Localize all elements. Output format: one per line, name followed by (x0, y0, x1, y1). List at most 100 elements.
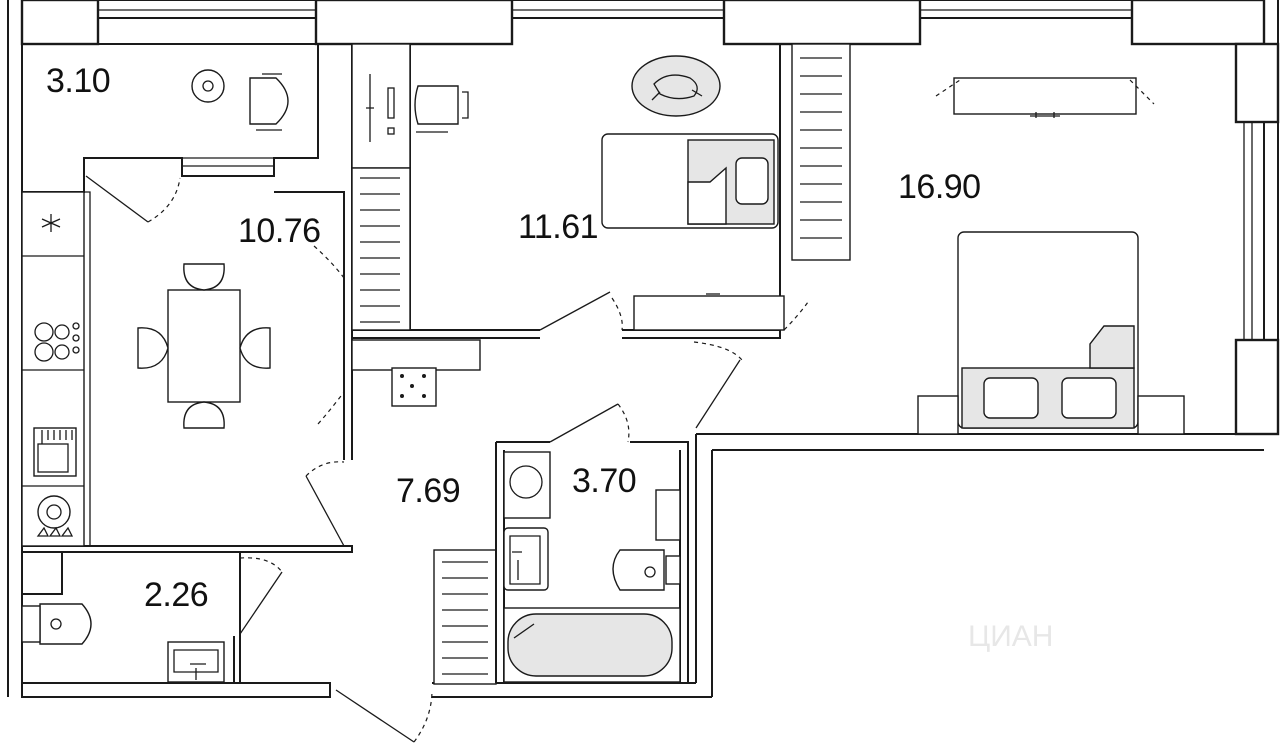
pier-3 (722, 0, 922, 46)
dishwasher-icon (36, 495, 74, 537)
bathtub-tap (513, 623, 535, 639)
main-bedroom-door (695, 359, 741, 429)
bathroom-room (495, 403, 689, 683)
watermark-text: ЦИАН (968, 620, 1053, 653)
main-wardrobe-hangers (800, 57, 842, 239)
entrance-door-arc (413, 689, 433, 743)
balcony-chair (249, 77, 289, 125)
desk-item (387, 127, 395, 135)
desk-lamp (387, 87, 395, 119)
outer-wall-top-right (920, 0, 1132, 19)
kitchen-room (21, 191, 353, 553)
kitchen-hall-door-arc (305, 461, 345, 477)
small-wardrobe (351, 167, 411, 331)
balcony-table-inner (202, 80, 214, 92)
hall-coat-rack (391, 367, 437, 407)
double-bed-pillow-right (1061, 377, 1117, 419)
outer-wall-left (7, 0, 23, 697)
tv-stand-dash (935, 79, 1155, 105)
kitchen-counter-edge (84, 191, 91, 547)
bathroom-shelf (655, 489, 681, 541)
hall-wardrobe-hangers (442, 561, 488, 675)
balcony-table (191, 69, 225, 103)
hall-room (335, 339, 743, 743)
balcony-wall (22, 43, 319, 193)
washing-machine-drum (509, 465, 543, 499)
bathroom-wall (495, 441, 689, 683)
kitchen-counter-lines (22, 255, 84, 487)
double-bed-pillow-left (983, 377, 1039, 419)
nightstand-right (1137, 395, 1185, 435)
balcony-area-label: 3.10 (46, 62, 110, 100)
kitchen-door-arc-upper (313, 245, 345, 279)
entrance-door (335, 689, 415, 743)
balcony-chair-back (256, 73, 282, 131)
pier-6 (1234, 338, 1280, 436)
hall-wardrobe (433, 549, 497, 685)
pier-2 (314, 0, 514, 46)
desk-monitor (366, 74, 374, 142)
kitchen-hall-door (305, 475, 345, 547)
outer-wall-bottom (432, 682, 712, 698)
dining-chair-left (137, 327, 169, 369)
rug-animal (651, 74, 703, 101)
kitchen-door-arc-lower (317, 391, 345, 425)
toilet-room (21, 552, 283, 683)
tv-stand (953, 77, 1137, 115)
small-bedroom-room (351, 43, 785, 339)
main-bedroom-area-label: 16.90 (898, 168, 981, 206)
nightstand-left (917, 395, 959, 435)
dining-chair-right (239, 327, 271, 369)
toilet-door-arc (239, 557, 283, 573)
bathroom-toilet-hole (644, 566, 656, 578)
bathroom-door-arc (617, 403, 630, 443)
pier-1 (20, 0, 100, 46)
right-window (1243, 122, 1253, 340)
office-chair-arms (416, 91, 469, 133)
outer-wall-top-mid (512, 0, 724, 19)
toilet-toilet-tank (21, 605, 41, 643)
balcony-door-arc (147, 177, 181, 223)
balcony-door-frame (182, 157, 274, 167)
single-bed-fold (687, 166, 727, 225)
main-bedroom-room (783, 43, 1185, 435)
hall-area-label: 7.69 (396, 472, 460, 510)
hob-icon (34, 322, 80, 362)
toilet-area-label: 2.26 (144, 576, 208, 614)
balcony-room (22, 43, 319, 223)
toilet-sink-bowl (173, 649, 219, 680)
toilet-wall (22, 552, 241, 683)
outer-wall-inner-right (695, 434, 713, 697)
double-bed-fold (1089, 325, 1135, 369)
bathroom-toilet (612, 549, 665, 591)
small-wardrobe-hangers (360, 177, 400, 323)
kitchen-sink-icon (33, 427, 77, 477)
dresser (633, 295, 785, 331)
bathroom-door (549, 403, 619, 443)
dining-chair-top (183, 263, 225, 291)
toilet-toilet (39, 603, 92, 645)
office-chair (414, 85, 459, 125)
single-bed-pillow (735, 157, 769, 205)
small-bedroom-door-arc (611, 297, 623, 331)
pier-4 (1130, 0, 1266, 46)
fridge-icon (41, 214, 61, 232)
main-wardrobe (791, 43, 851, 261)
main-bedroom-door-arc2 (693, 341, 743, 361)
bathroom-area-label: 3.70 (572, 462, 636, 500)
hall-shelf (351, 339, 481, 371)
toilet-door (239, 571, 283, 635)
bathroom-toilet-tank (665, 555, 681, 585)
rug (631, 55, 721, 117)
outer-wall-bottom-right (696, 433, 1278, 451)
hall-coat-dots (400, 374, 426, 398)
kitchen-counter (21, 191, 85, 547)
outer-wall-top (98, 0, 316, 19)
bathroom-sink (503, 527, 549, 591)
pier-5 (1234, 42, 1280, 124)
small-bedroom-area-label: 11.61 (518, 208, 598, 246)
dining-table (167, 289, 241, 403)
bathtub-inner (507, 613, 673, 677)
wall-piers (20, 0, 1280, 436)
